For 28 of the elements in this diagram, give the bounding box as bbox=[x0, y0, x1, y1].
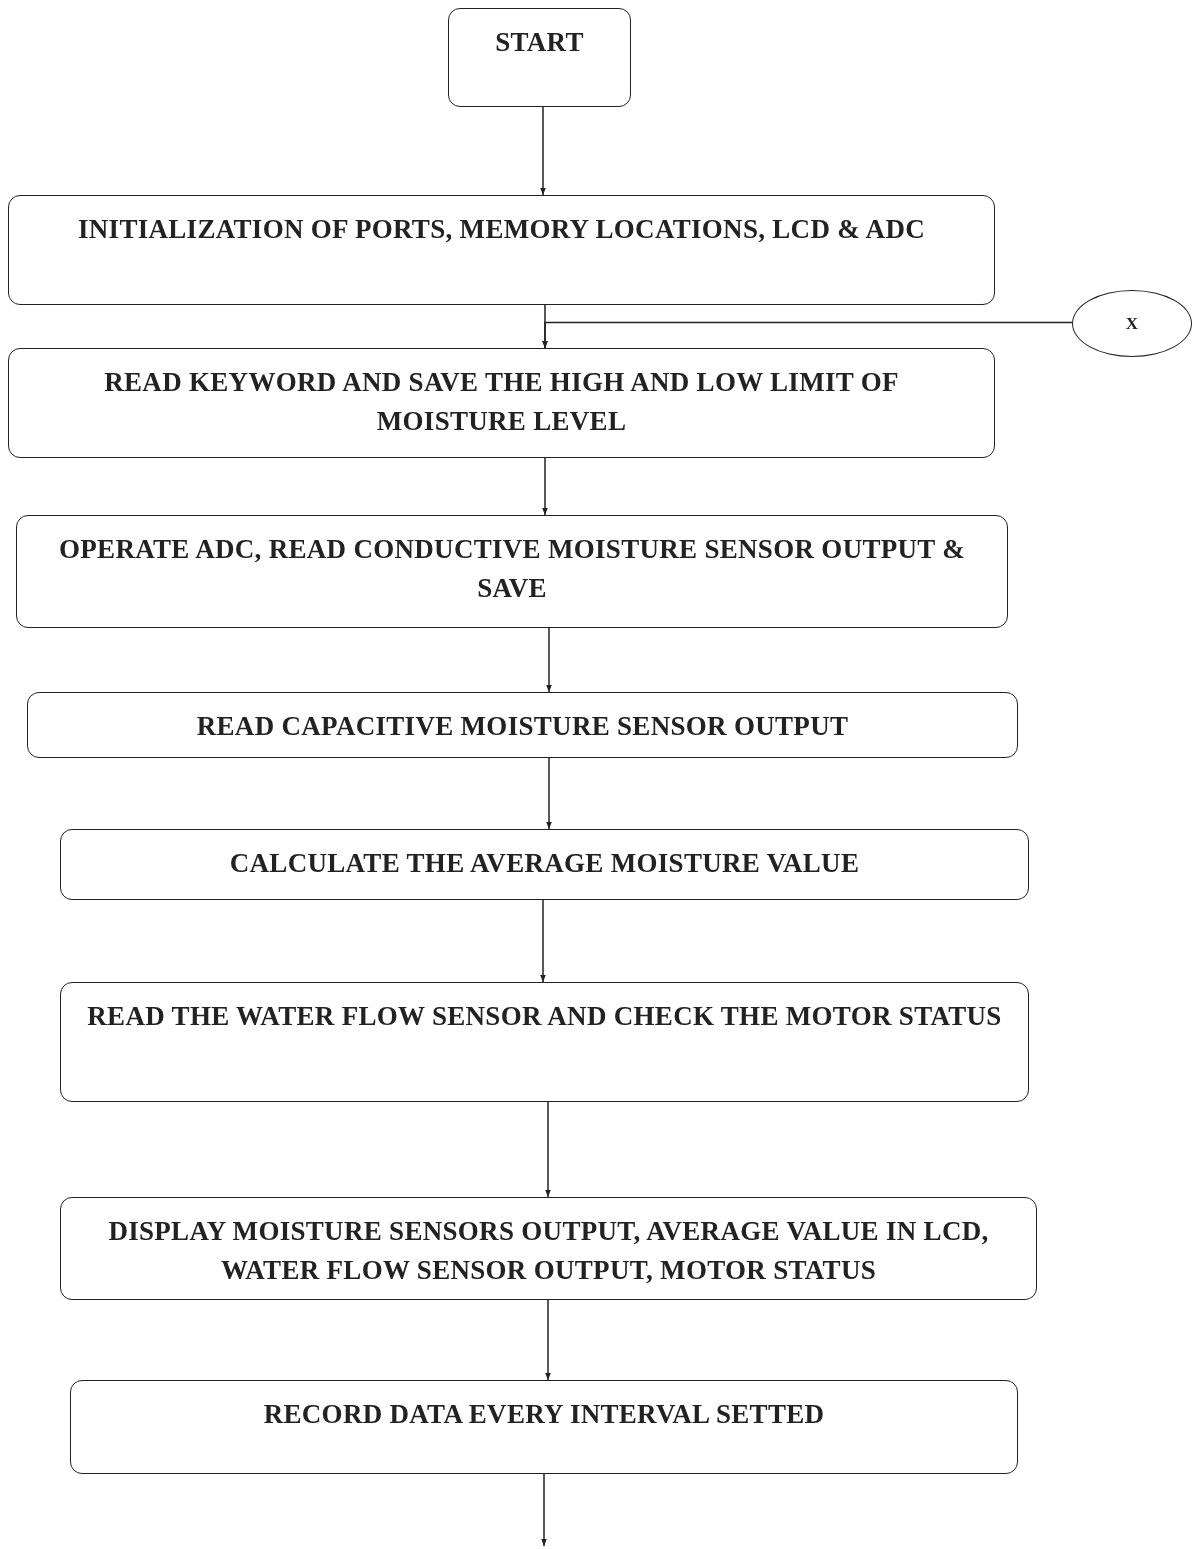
arrow bbox=[546, 757, 552, 830]
box-text: CALCULATE THE AVERAGE MOISTURE VALUE bbox=[229, 847, 860, 880]
process-box bbox=[448, 8, 631, 107]
box-text: INITIALIZATION OF PORTS, MEMORY LOCATIONS, LCD & ADC bbox=[77, 213, 925, 246]
box-text: START bbox=[495, 26, 584, 59]
process-box bbox=[8, 195, 995, 305]
arrow bbox=[545, 1299, 551, 1381]
box-text: DISPLAY MOISTURE SENSORS OUTPUT, AVERAGE VALUE IN LCD, WATER FLOW SENSOR OUTPUT, MOTOR STATUS bbox=[107, 1215, 990, 1287]
process-box bbox=[60, 1197, 1037, 1300]
arrow bbox=[541, 1473, 547, 1547]
process-box bbox=[60, 829, 1029, 900]
process-box bbox=[8, 348, 995, 458]
box-text: OPERATE ADC, READ CONDUCTIVE MOISTURE SENSOR OUTPUT & SAVE bbox=[58, 533, 966, 605]
arrow bbox=[540, 899, 546, 983]
arrow bbox=[542, 321, 1073, 349]
box-text: X bbox=[1125, 313, 1139, 335]
arrow bbox=[542, 457, 548, 516]
process-box bbox=[70, 1380, 1018, 1474]
box-text: READ CAPACITIVE MOISTURE SENSOR OUTPUT bbox=[196, 710, 849, 743]
process-box bbox=[27, 692, 1018, 758]
arrow bbox=[546, 627, 552, 693]
box-text: READ THE WATER FLOW SENSOR AND CHECK THE MOTOR STATUS bbox=[87, 1000, 1002, 1033]
process-box bbox=[60, 982, 1029, 1102]
arrow bbox=[540, 106, 546, 196]
box-text: RECORD DATA EVERY INTERVAL SETTED bbox=[263, 1398, 825, 1431]
box-text: READ KEYWORD AND SAVE THE HIGH AND LOW LIMIT OF MOISTURE LEVEL bbox=[103, 366, 900, 438]
process-box bbox=[16, 515, 1008, 628]
arrow bbox=[545, 1101, 551, 1198]
